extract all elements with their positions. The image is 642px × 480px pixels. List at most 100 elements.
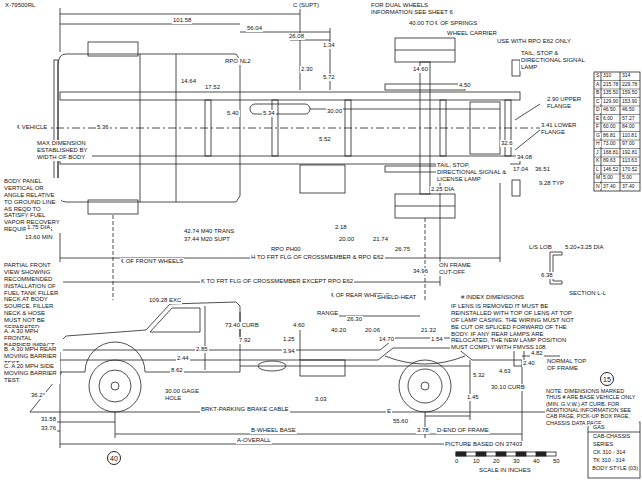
dimension-label: 1.25 [282,336,296,343]
dimension-label: CAB-CHASSIS [592,433,631,439]
side-view-part [150,308,200,332]
top-view-part [140,54,141,202]
side-view [30,302,610,448]
dimension-label: 26.30 [346,316,363,323]
dimension-label: 4.63 [498,368,512,375]
table-cell: D [595,107,601,113]
table-cell: 37.40 [602,184,617,190]
table-cell: A [595,82,600,88]
top-view-part [88,42,138,56]
table-cell: L [595,167,600,173]
table-cell: 110.81 [621,133,638,139]
dimension-label: 33.76 [40,425,57,432]
dimension-label: 109.28 EXC [148,297,182,304]
dimension-label: 26.75 [394,246,411,253]
top-view-part [512,180,520,196]
dimension-label: RPO PH00 [270,246,302,253]
table-cell: 229.78 [621,82,638,88]
dimension-label: ℄ OF FRONT WHEELS [120,258,184,265]
dimension-label: 2.85 [195,346,209,353]
side-view-part [470,360,471,420]
side-view-part [89,360,141,412]
dimension-label: 5.34 [262,110,276,117]
dimension-label: BODY STYLE (03) [591,465,639,471]
dimension-label: 5.52 [318,136,332,143]
scale-bar-part [516,452,526,456]
title-block-part [588,422,640,478]
dimension-label: 1.75 DIA [26,224,51,231]
dimension-label: H TO FRT FLG OF CROSSMEMBER & RPO E62 [250,254,385,261]
dimension-label: CK 310 - 314 [592,449,626,455]
dimension-label: 30.10 CURB [490,384,526,391]
scale-bar [456,452,556,456]
dimension-label: 50 [552,458,561,465]
side-view-part [385,356,465,364]
dimension-label: 3.41 LOWER FLANGE [540,122,592,136]
top-view-part [60,8,61,52]
table-cell: 6.00 [602,116,614,122]
top-view-part [60,92,520,100]
side-view-part [330,316,420,317]
dimension-label: 7.92 [238,337,252,344]
top-view-part [395,194,455,218]
side-view-part [99,370,131,402]
dimension-label: 3.03 [314,396,328,403]
dimension-label: D-END OF FRAME [436,427,490,434]
side-view-part [300,330,301,360]
table-cell: C [595,99,601,105]
top-view-part [113,215,114,300]
dimension-label: TK 310 - 314 [592,457,626,463]
dimension-label: 31.58 [40,416,57,423]
dimension-label: FOR DUAL WHEELS INFORMATION SEE SHEET 6 [370,2,472,16]
dimension-label: 20.00 [338,236,355,243]
dimension-label: 1.45 [466,394,480,401]
dimension-label: 3.94 [282,348,296,355]
dimension-label: 10 [472,458,481,465]
dimension-label: SCALE IN INCHES [478,467,532,474]
table-cell: 135.50 [602,90,619,96]
table-cell: 73.00 [602,141,617,147]
dimension-label: 9.28 TYP [538,180,565,187]
table-cell: 215.78 [602,82,619,88]
dimension-label: 42.74 M40 TRANS [183,228,235,235]
table-cell: G [595,133,601,139]
scale-bar-part [456,452,556,456]
table-cell: 97.00 [621,141,636,147]
dimension-label: ℄ VEHICLE [16,124,48,131]
dimension-label: 36.51 [534,166,551,173]
scale-bar-part [476,452,486,456]
dimension-label: 30.00 GAGE HOLE [164,388,206,402]
top-view-part [54,60,58,196]
top-view-part [60,24,240,25]
side-view-part [240,366,470,367]
top-view-part [272,100,278,156]
dimension-label: SHIELD-HEAT [376,294,417,301]
table-cell: 129.90 [602,99,619,105]
top-view-part [300,165,345,193]
dimension-label: 6.38 [540,272,554,279]
top-view [40,8,600,300]
table-cell: K [595,158,600,164]
top-view-part [515,130,540,150]
table-cell: 113.63 [621,158,638,164]
scale-bar-part [536,452,546,456]
dimension-label: 17.04 [512,166,529,173]
dimension-label: RPO NL2 [224,58,252,65]
side-view-part [111,382,119,390]
side-view-part [258,361,286,371]
dimension-label: 101.58 [172,17,192,24]
dimension-label: # INDEX DIMENSIONS [460,294,525,301]
dimension-label: 21.32 [420,327,437,334]
dimension-label: 2.18 [334,224,348,231]
top-view-part [385,84,465,90]
table-cell: B [595,90,600,96]
scale-bar-part [456,452,466,456]
table-cell: 192.81 [621,150,638,156]
table-cell: M [595,175,601,181]
dimension-label: 73.40 CURB [224,322,260,329]
top-view-part [300,8,301,90]
dimension-label: 0 [454,458,459,465]
dimension-label: 34.08 [516,154,533,161]
dimension-label: 55.60 [392,418,409,425]
